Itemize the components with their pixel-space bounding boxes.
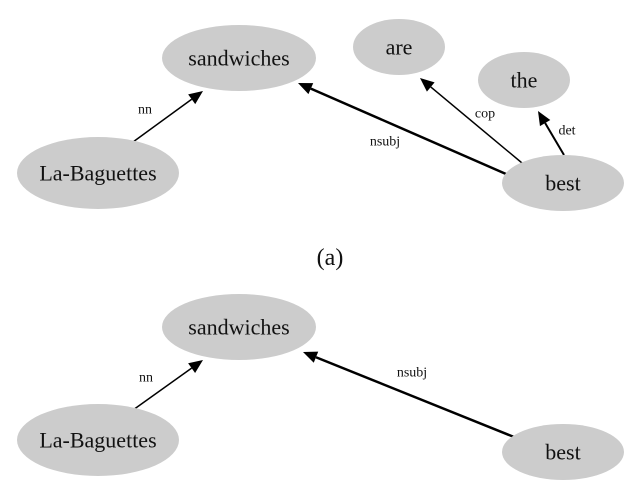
node-label: best bbox=[545, 440, 580, 465]
edge-label-det: det bbox=[558, 124, 575, 139]
edge-label-nsubj: nsubj bbox=[370, 135, 400, 150]
node-sandwiches: sandwiches bbox=[162, 25, 316, 91]
node-the: the bbox=[478, 52, 570, 108]
node-ellipse bbox=[162, 294, 316, 360]
node-label: sandwiches bbox=[188, 315, 289, 340]
node-ellipse bbox=[17, 137, 179, 209]
node-sandwiches: sandwiches bbox=[162, 294, 316, 360]
edge-label-nn: nn bbox=[138, 103, 152, 118]
node-label: best bbox=[545, 171, 580, 196]
edge-label-nn: nn bbox=[139, 371, 153, 386]
node-ellipse bbox=[353, 19, 445, 75]
node-la-baguettes: La-Baguettes bbox=[17, 404, 179, 476]
edge-label-nsubj: nsubj bbox=[397, 366, 427, 381]
arrowhead-icon bbox=[420, 78, 435, 92]
edge-nsubj-best-to-sandwiches: nsubj bbox=[303, 351, 515, 439]
node-label: La-Baguettes bbox=[39, 428, 156, 453]
node-best: best bbox=[502, 155, 624, 211]
edge-nn-La-Baguettes-to-sandwiches: nn bbox=[132, 91, 203, 143]
edge-line bbox=[132, 98, 193, 143]
node-label: sandwiches bbox=[188, 46, 289, 71]
node-ellipse bbox=[162, 25, 316, 91]
node-best: best bbox=[502, 424, 624, 480]
node-ellipse bbox=[478, 52, 570, 108]
edge-line bbox=[430, 86, 523, 164]
arrowhead-icon bbox=[298, 83, 314, 95]
node-label: are bbox=[386, 35, 413, 60]
edge-label-cop: cop bbox=[475, 107, 495, 122]
edge-line bbox=[310, 87, 507, 176]
node-la-baguettes: La-Baguettes bbox=[17, 137, 179, 209]
node-are: are bbox=[353, 19, 445, 75]
edge-nsubj-best-to-sandwiches: nsubj bbox=[298, 83, 507, 176]
edge-nn-La-Baguettes-to-sandwiches: nn bbox=[132, 360, 203, 411]
edge-line bbox=[544, 122, 565, 156]
arrowhead-icon bbox=[188, 360, 203, 374]
node-ellipse bbox=[17, 404, 179, 476]
node-label: La-Baguettes bbox=[39, 161, 156, 186]
arrowhead-icon bbox=[188, 91, 203, 105]
edge-det-best-to-the: det bbox=[538, 111, 576, 156]
edge-cop-best-to-are: cop bbox=[420, 78, 523, 164]
edge-line bbox=[132, 367, 193, 411]
node-label: the bbox=[511, 68, 538, 93]
arrowhead-icon bbox=[538, 111, 551, 127]
caption-a: (a) bbox=[317, 245, 344, 271]
node-ellipse bbox=[502, 155, 624, 211]
graph-a: nn nsubj cop det sandwiches are theLa-Baguette… bbox=[17, 19, 624, 211]
node-ellipse bbox=[502, 424, 624, 480]
arrowhead-icon bbox=[303, 351, 319, 363]
edge-line bbox=[315, 356, 515, 439]
